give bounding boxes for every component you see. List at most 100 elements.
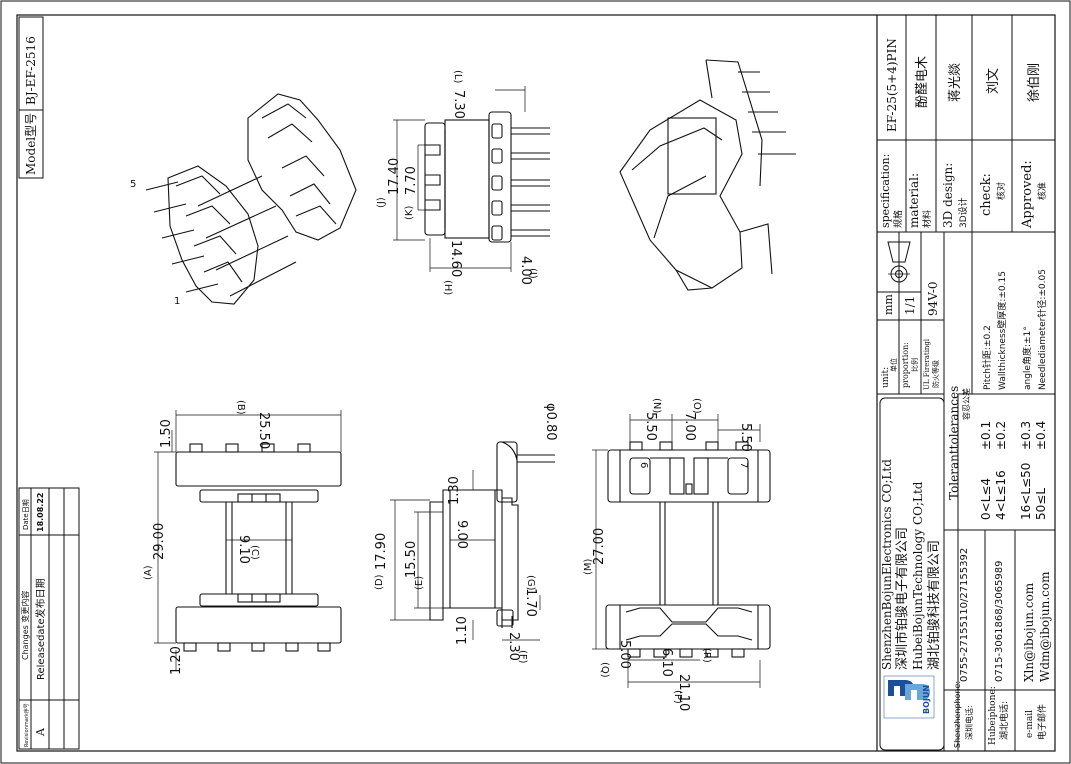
pin-6-label: 6 bbox=[638, 462, 649, 468]
dim-E-value: 15.50 bbox=[404, 541, 419, 578]
tol-range-3: 50≤L bbox=[1034, 488, 1048, 520]
unit-value: mm bbox=[882, 294, 895, 315]
dim-I-value: 4.00 bbox=[518, 256, 533, 285]
dim-H-value: 14.60 bbox=[448, 240, 463, 277]
dim-C-value: 9.10 bbox=[236, 535, 251, 564]
contact-hb-value: 0715-3061868/3065989 bbox=[994, 561, 1005, 683]
tol-note-2: angle角度:±1° bbox=[1021, 326, 1033, 390]
dim-J-value: 17.40 bbox=[387, 158, 402, 195]
dim-F-label: (F) bbox=[517, 650, 528, 664]
top-view-dimensions bbox=[154, 410, 342, 670]
proportion-cn: 比例 bbox=[910, 358, 919, 372]
bojun-logo-icon: BOJUN bbox=[883, 675, 935, 719]
iso-pin-1-label: 1 bbox=[174, 296, 180, 307]
approved-label: Approved: bbox=[1020, 160, 1035, 229]
model-box: Model型号 BJ-EF-2516 bbox=[18, 16, 44, 179]
ul-label: UL Fireratingl bbox=[923, 338, 931, 390]
tol-cn: 容忍公差 bbox=[961, 388, 971, 420]
dim-G-label: (G) bbox=[525, 575, 536, 591]
dim-E-label: (E) bbox=[414, 576, 425, 590]
dim-N-label: (N) bbox=[651, 398, 662, 413]
dim-I-label: (I) bbox=[527, 268, 538, 279]
contact-mail-value-2: Wdm@ibojun.com bbox=[1038, 571, 1052, 682]
approved-cn: 核准 bbox=[1036, 182, 1048, 200]
contact-hb-cn: 湖北电话: bbox=[998, 701, 1010, 740]
iso-pin-5-label: 5 bbox=[130, 179, 136, 190]
model-value: BJ-EF-2516 bbox=[24, 36, 38, 105]
dim-P-label: (P) bbox=[672, 690, 683, 704]
spec-value: EF-25(5+4)PIN bbox=[885, 38, 899, 132]
tol-value-3: ±0.4 bbox=[1034, 421, 1048, 450]
company-line-0: ShenzhenBojunElectronics CO;Ltd bbox=[880, 459, 894, 670]
dim-side-d3: 1.10 bbox=[455, 616, 470, 645]
material-value: 酚醛电木 bbox=[914, 56, 930, 108]
isometric-view-left bbox=[145, 93, 357, 305]
changes-change-value: Releasedate发布日期 bbox=[34, 578, 47, 680]
changes-header-rev: Revisionmark序号 bbox=[23, 703, 30, 747]
company-line-2: HubeiBojunTechnology CO;Ltd bbox=[911, 481, 925, 670]
dim-top-h2: 1.20 bbox=[169, 646, 184, 675]
company-frame bbox=[879, 397, 945, 751]
side-view-dimensions bbox=[390, 470, 541, 641]
tol-title: Toleranttolerances bbox=[947, 386, 961, 500]
changes-date-value: 18.08.22 bbox=[36, 493, 45, 532]
dim-K-value: 7.70 bbox=[404, 166, 419, 195]
changes-header-changes: Changes 变更内容 bbox=[20, 591, 30, 660]
side-view-drawing bbox=[429, 441, 555, 628]
dim-F-value: 2.30 bbox=[506, 632, 521, 661]
isometric-view-right bbox=[619, 59, 796, 291]
dim-R-label: (R) bbox=[701, 648, 712, 663]
dim-A-value: 29.00 bbox=[152, 523, 167, 560]
contact-sz-label: Shenzhenphone: bbox=[953, 681, 962, 748]
contact-hb-label: Hubeiphone: bbox=[988, 686, 998, 745]
proportion-value: 1/1 bbox=[903, 296, 917, 315]
dim-pin-diameter: φ0.80 bbox=[543, 403, 558, 441]
contact-mail-cn: 电子邮件 bbox=[1036, 704, 1048, 740]
dim-O2-value: 5.50 bbox=[738, 423, 753, 452]
bottom-view-dimensions bbox=[592, 414, 761, 688]
dim-H-label: (H) bbox=[442, 280, 453, 295]
dim-M-label: (M) bbox=[583, 558, 594, 575]
dim-G-value: 1.70 bbox=[523, 588, 538, 617]
tol-note-3: Needlediameter针径:±0.05 bbox=[1036, 269, 1048, 390]
material-cn: 材料 bbox=[921, 210, 933, 228]
dim-O-value: 7.00 bbox=[682, 412, 697, 441]
dim-Q-label: (Q) bbox=[599, 662, 610, 678]
dim-N-value: 5.50 bbox=[643, 412, 658, 441]
spec-cn: 规格 bbox=[892, 210, 904, 228]
tol-value-0: ±0.1 bbox=[979, 421, 993, 450]
company-line-3: 湖北铂骏科技有限公司 bbox=[926, 540, 942, 670]
design-cn: 3D设计 bbox=[957, 197, 969, 228]
dim-B-label: (B) bbox=[235, 400, 246, 415]
dim-A-label: (A) bbox=[143, 565, 154, 580]
tol-note-0: Pitch针距:±0.2 bbox=[981, 325, 993, 390]
model-label: Model型号 bbox=[24, 113, 38, 175]
design-value: 蒋光燚 bbox=[948, 63, 963, 102]
bottom-view-drawing bbox=[605, 441, 771, 658]
tol-range-0: 0<L≤4 bbox=[979, 478, 993, 520]
changes-table: Revisionmark序号 Changes 变更内容 Date日期 A Rel… bbox=[18, 487, 80, 750]
projection-symbol-icon bbox=[887, 241, 911, 285]
dim-Q-value: 5.00 bbox=[617, 640, 632, 669]
dim-L-label: (L) bbox=[452, 70, 463, 83]
tol-range-2: 16<L≤50 bbox=[1019, 463, 1033, 520]
proportion-label: proportion: bbox=[901, 342, 910, 388]
dim-L-value: 7.30 bbox=[451, 90, 466, 119]
dim-D-value: 17.90 bbox=[374, 533, 389, 570]
pin-view-drawing bbox=[424, 111, 550, 243]
changes-header-date: Date日期 bbox=[22, 499, 30, 530]
tol-value-1: ±0.2 bbox=[994, 421, 1008, 450]
dim-M-value: 27.00 bbox=[592, 528, 607, 565]
spec-label: specification: bbox=[879, 154, 892, 228]
logo-text: BOJUN bbox=[922, 685, 931, 714]
material-label: material: bbox=[907, 173, 921, 228]
pin-view-dimensions bbox=[393, 86, 526, 272]
dim-C-label: (C) bbox=[249, 545, 260, 560]
dim-J-label: (J) bbox=[376, 197, 387, 208]
check-cn: 核对 bbox=[995, 182, 1007, 200]
unit-label: unit: bbox=[881, 367, 891, 388]
dim-side-d1: 9.00 bbox=[454, 520, 469, 549]
pin-7-label: 7 bbox=[738, 462, 749, 468]
